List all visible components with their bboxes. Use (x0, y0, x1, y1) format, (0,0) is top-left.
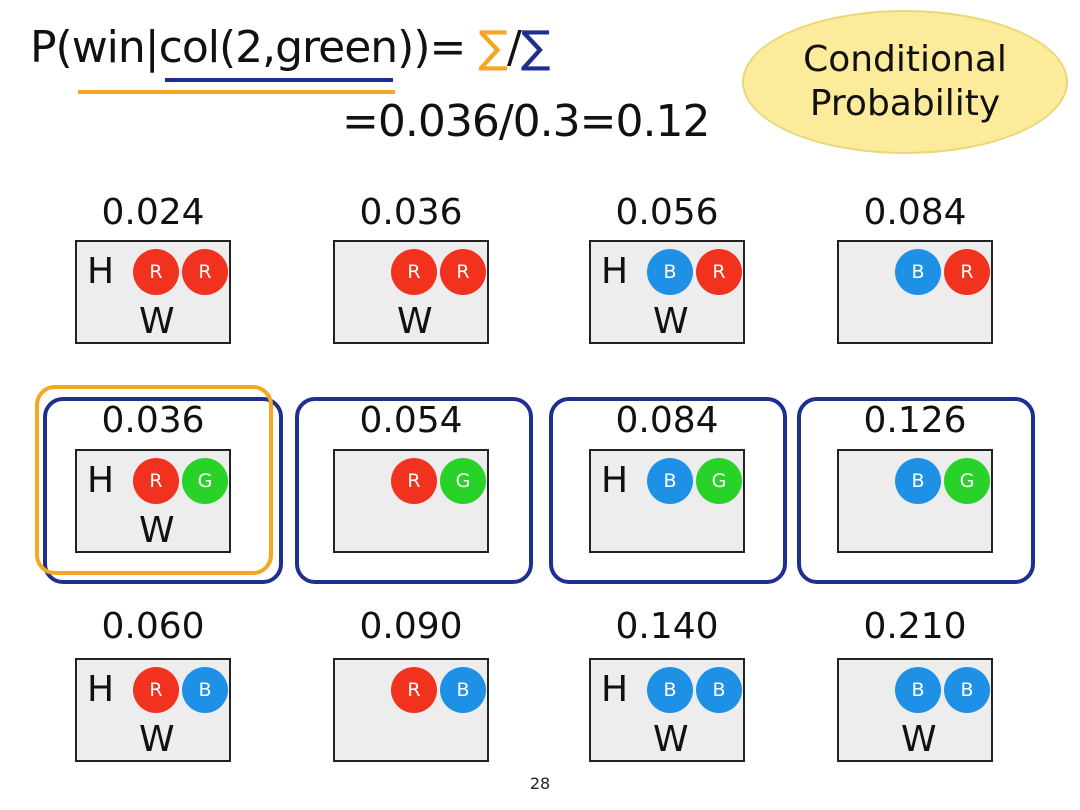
win-label: W (397, 301, 433, 342)
ball-blue: B (696, 667, 742, 713)
cell-probability: 0.036 (101, 400, 205, 441)
ball-red: R (944, 249, 990, 295)
ball-red: R (133, 458, 179, 504)
ball-blue: B (647, 458, 693, 504)
ball-red: R (440, 249, 486, 295)
ball-red: R (133, 249, 179, 295)
blue-frame-2 (295, 397, 533, 584)
win-label: W (139, 510, 175, 551)
sigma-blue: ∑ (520, 22, 551, 73)
conditional-probability-badge: Conditional Probability (742, 10, 1068, 154)
cell-probability: 0.054 (359, 400, 463, 441)
blue-frame-1 (43, 397, 283, 584)
cell-probability: 0.084 (615, 400, 719, 441)
ball-green: G (182, 458, 228, 504)
sigma-orange: ∑ (478, 22, 508, 73)
heads-label: H (601, 669, 629, 710)
win-label: W (139, 719, 175, 760)
heads-label: H (601, 460, 629, 501)
ball-green: G (944, 458, 990, 504)
cell-probability: 0.060 (101, 606, 205, 647)
formula-prefix: P(win|col(2,green))= (30, 22, 479, 73)
ball-blue: B (944, 667, 990, 713)
cell-probability: 0.126 (863, 400, 967, 441)
ball-red: R (182, 249, 228, 295)
formula-result: =0.036/0.3=0.12 (342, 96, 710, 147)
formula-slash: / (507, 22, 522, 73)
ball-blue: B (895, 458, 941, 504)
badge-line-2: Probability (809, 83, 1001, 124)
ball-blue: B (182, 667, 228, 713)
blue-frame-3 (549, 397, 787, 584)
blue-frame-4 (797, 397, 1035, 584)
ball-green: G (440, 458, 486, 504)
formula-line-1: P(win|col(2,green))= ∑/∑ (30, 22, 551, 73)
badge-line-1: Conditional (803, 39, 1007, 80)
ball-blue: B (895, 667, 941, 713)
ball-green: G (696, 458, 742, 504)
heads-label: H (87, 251, 115, 292)
win-label: W (901, 719, 937, 760)
orange-frame (35, 385, 273, 575)
blue-underline (165, 78, 393, 82)
cell-probability: 0.056 (615, 192, 719, 233)
ball-red: R (391, 667, 437, 713)
cell-probability: 0.090 (359, 606, 463, 647)
page-number: 28 (529, 774, 551, 793)
cell-probability: 0.210 (863, 606, 967, 647)
win-label: W (139, 301, 175, 342)
ball-red: R (391, 249, 437, 295)
heads-label: H (87, 669, 115, 710)
ball-blue: B (647, 249, 693, 295)
ball-blue: B (895, 249, 941, 295)
win-label: W (653, 301, 689, 342)
cell-probability: 0.024 (101, 192, 205, 233)
ball-red: R (133, 667, 179, 713)
cell-probability: 0.084 (863, 192, 967, 233)
ball-red: R (696, 249, 742, 295)
ball-blue: B (647, 667, 693, 713)
orange-underline (78, 90, 395, 94)
ball-red: R (391, 458, 437, 504)
heads-label: H (87, 460, 115, 501)
ball-blue: B (440, 667, 486, 713)
cell-probability: 0.140 (615, 606, 719, 647)
win-label: W (653, 719, 689, 760)
heads-label: H (601, 251, 629, 292)
cell-probability: 0.036 (359, 192, 463, 233)
